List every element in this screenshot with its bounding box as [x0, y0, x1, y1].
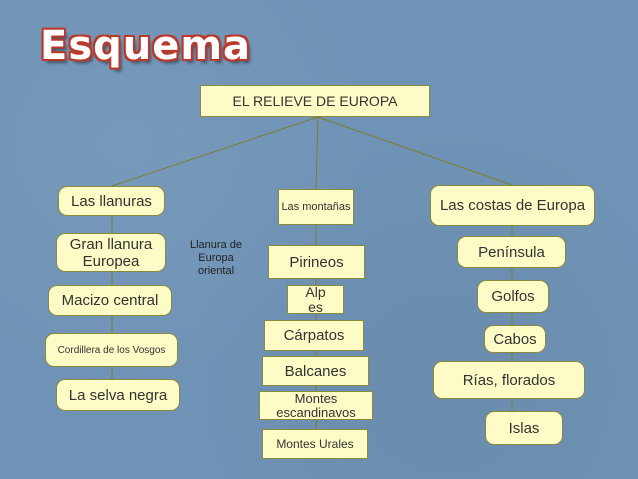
- escandinavos-node: Montes escandinavos: [259, 391, 373, 420]
- macizo-central-node: Macizo central: [48, 285, 172, 316]
- balcanes-node: Balcanes: [262, 356, 369, 386]
- gran-llanura-node: Gran llanura Europea: [56, 233, 166, 272]
- connector-root-llanuras: [111, 116, 319, 187]
- root-node-label: EL RELIEVE DE EUROPA: [232, 93, 398, 109]
- llanuras-header: Las llanuras: [58, 186, 165, 216]
- carpatos-node: Cárpatos: [264, 320, 364, 351]
- connector-root-montanas: [315, 116, 319, 190]
- coast-label: Cabos: [493, 330, 537, 348]
- urales-node: Montes Urales: [262, 429, 368, 459]
- vosgos-label: Cordillera de los Vosgos: [57, 344, 166, 356]
- vosgos-node: Cordillera de los Vosgos: [45, 333, 178, 367]
- costas-header: Las costas de Europa: [430, 185, 595, 226]
- coast-label: Golfos: [491, 288, 535, 305]
- golfos-node: Golfos: [477, 280, 549, 313]
- root-node: EL RELIEVE DE EUROPA: [200, 85, 430, 117]
- coast-label: Islas: [508, 419, 540, 437]
- alpes-node: Alpes: [287, 283, 344, 315]
- coast-label: Rías, florados: [462, 371, 556, 389]
- selva-negra-label: La selva negra: [68, 386, 168, 404]
- costas-header-label: Las costas de Europa: [439, 196, 586, 214]
- slide-title: Esquema: [40, 23, 252, 69]
- peninsula-node: Península: [457, 236, 566, 268]
- selva-negra-node: La selva negra: [56, 379, 180, 411]
- mountain-label: Alpes: [305, 283, 326, 315]
- llanura-oriental-text: Llanura de Europa oriental: [187, 239, 245, 278]
- coast-label: Península: [478, 243, 545, 261]
- montanas-header: Las montañas: [278, 189, 354, 225]
- macizo-central-label: Macizo central: [61, 292, 159, 309]
- mountain-label: Pirineos: [289, 253, 344, 271]
- islas-node: Islas: [485, 411, 563, 445]
- gran-llanura-label: Gran llanura Europea: [69, 235, 153, 270]
- mountain-label: Montes escandinavos: [276, 390, 356, 420]
- llanura-oriental-label: Llanura de Europa oriental: [190, 239, 242, 277]
- mountain-label: Cárpatos: [283, 327, 345, 344]
- pirineos-node: Pirineos: [268, 245, 365, 279]
- rias-node: Rías, florados: [433, 361, 585, 399]
- mountain-label: Balcanes: [284, 362, 347, 380]
- connector-root-costas: [317, 116, 513, 186]
- cabos-node: Cabos: [484, 325, 546, 353]
- montanas-header-label: Las montañas: [281, 201, 351, 213]
- llanuras-header-label: Las llanuras: [71, 192, 152, 210]
- mountain-label: Montes Urales: [276, 437, 354, 451]
